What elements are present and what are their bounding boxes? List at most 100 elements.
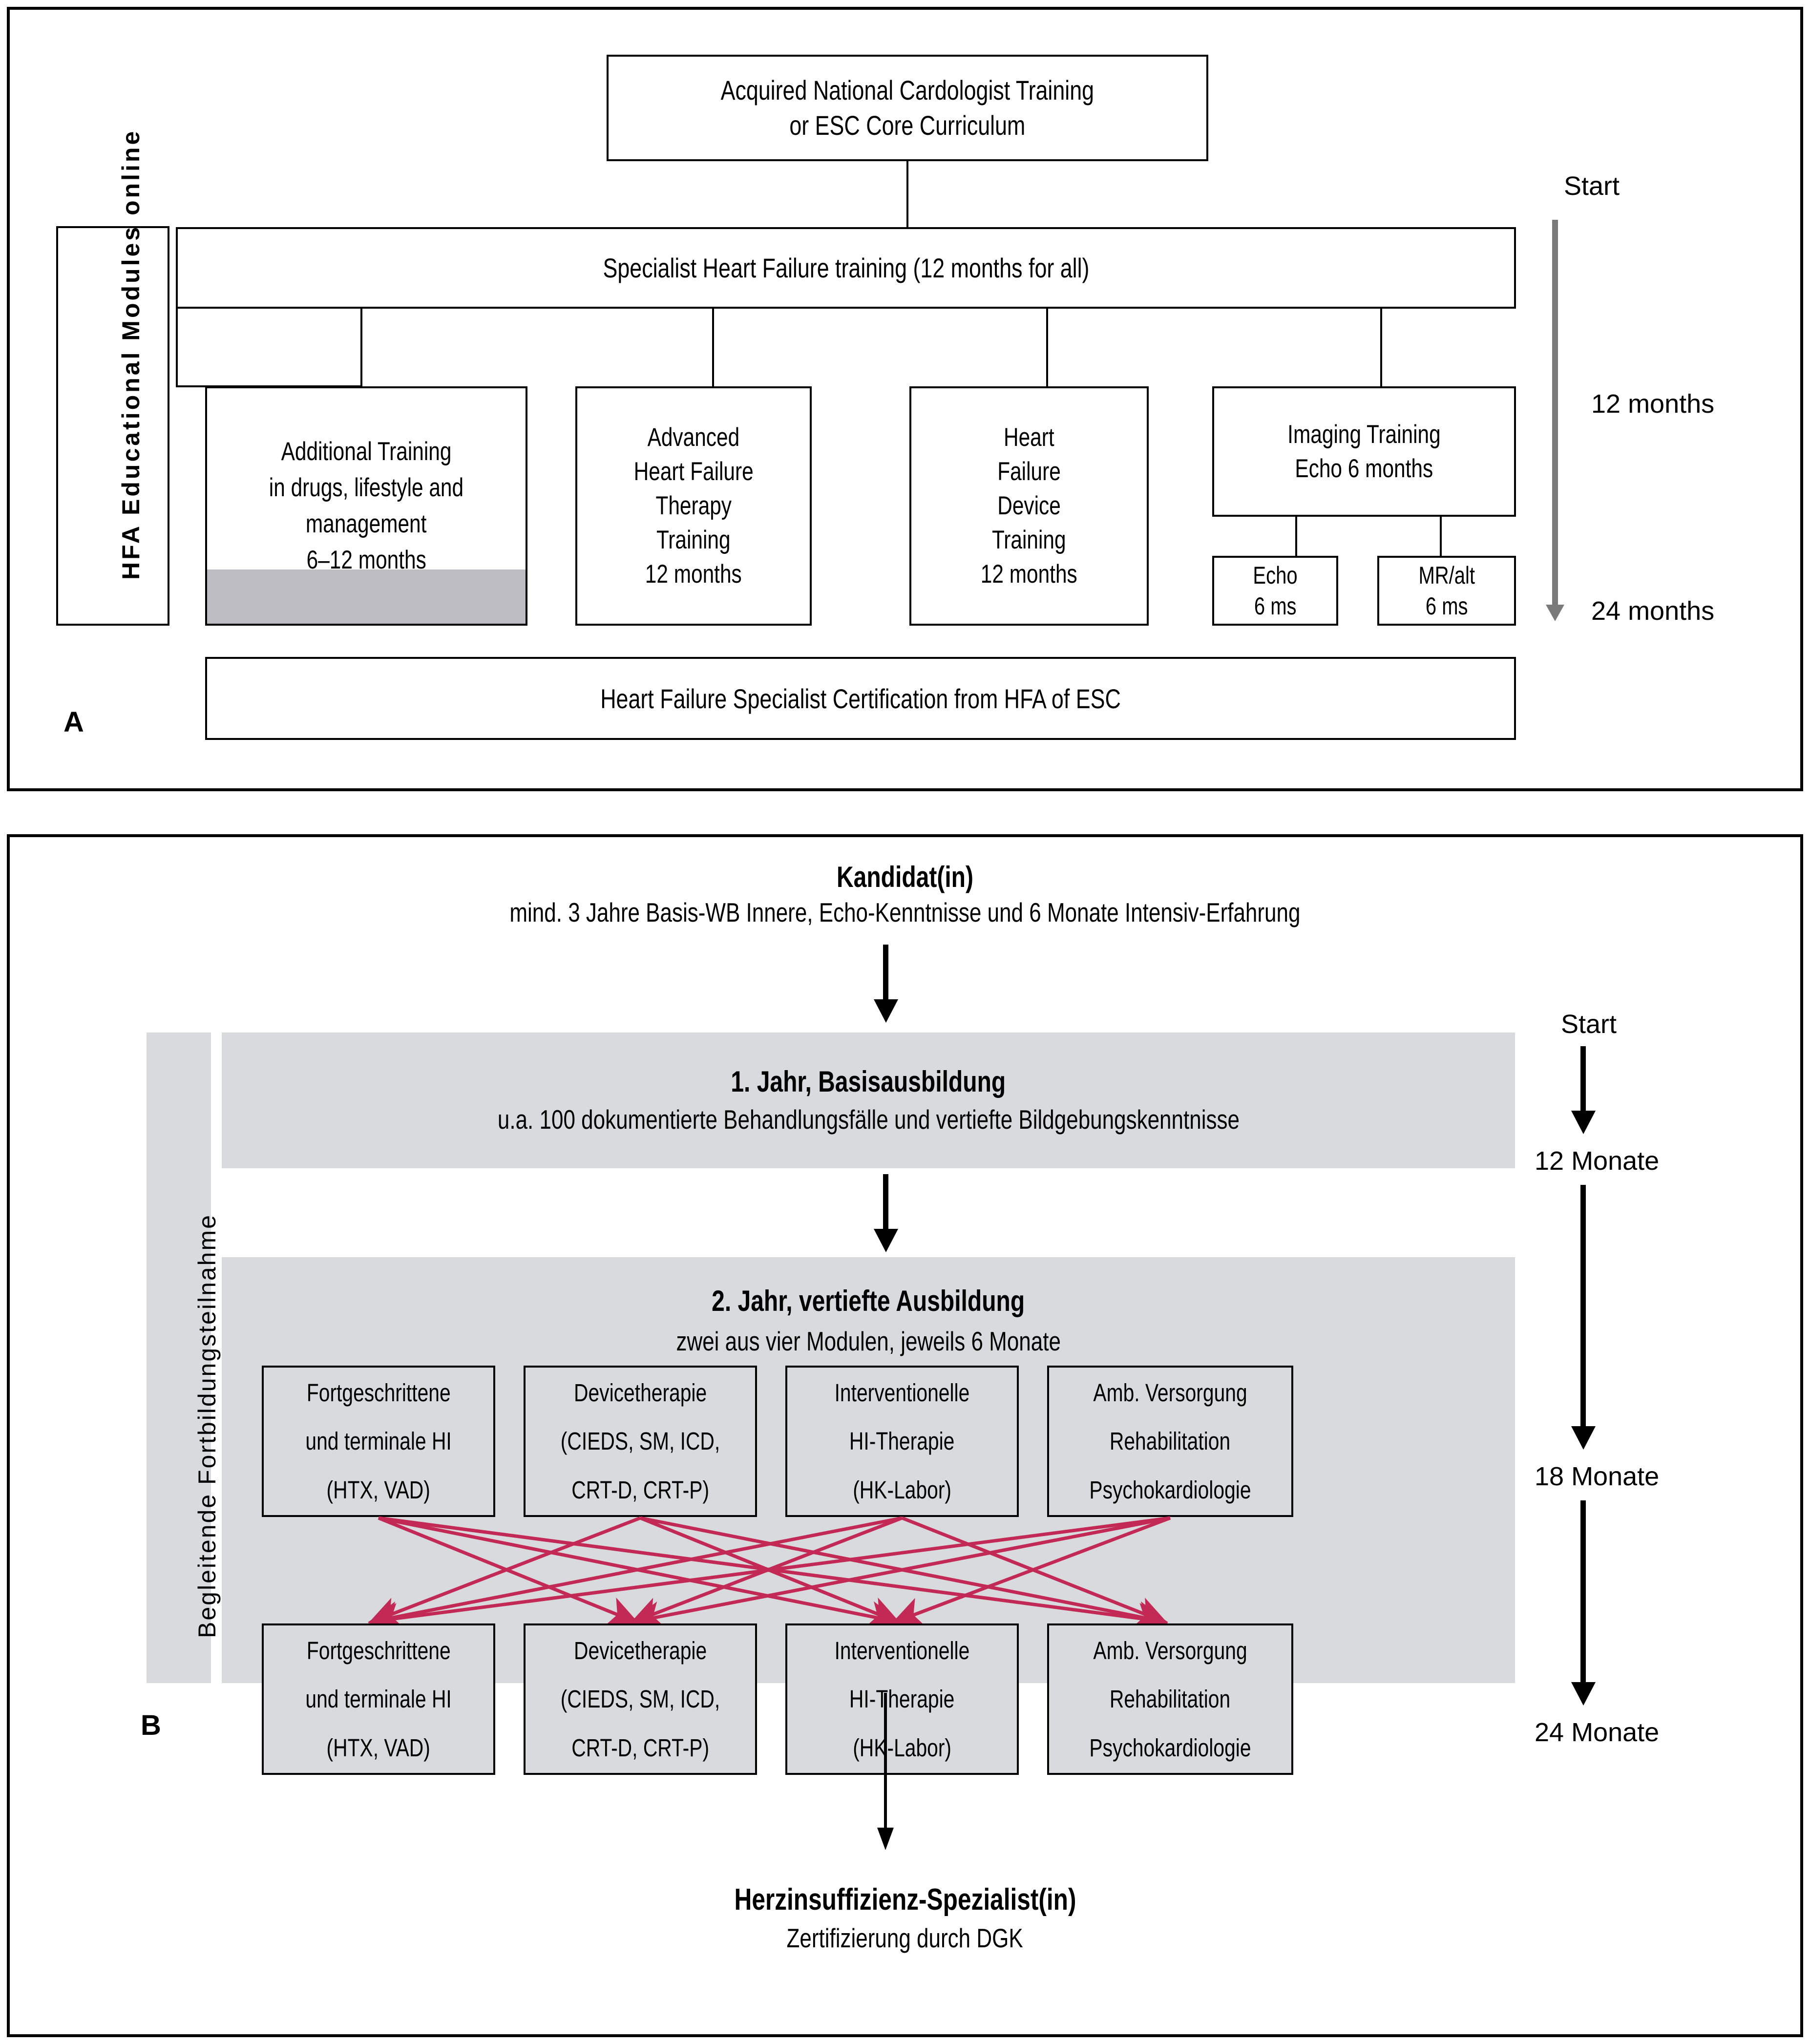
echo-line2: 6 ms [1254,592,1297,620]
module-top-2: Devicetherapie (CIEDS, SM, ICD, CRT-D, C… [524,1366,757,1517]
column-box-device-training: Heart Failure Device Training 12 months [909,386,1149,626]
module-bottom-3-line3: (HK-Labor) [853,1733,951,1762]
column1-grey-footer [207,569,526,624]
module-top-3-line3: (HK-Labor) [853,1475,951,1504]
year1-title-wrap: 1. Jahr, Basisausbildung [222,1065,1515,1098]
year1-title: 1. Jahr, Basisausbildung [731,1065,1006,1098]
col2-line3: Therapy [655,491,732,521]
module-top-2-line3: CRT-D, CRT-P) [571,1475,709,1504]
col2-line1: Advanced [647,423,740,452]
column-box-advanced-therapy: Advanced Heart Failure Therapy Training … [575,386,812,626]
col1-line3: management [306,509,427,538]
bus-drop-2 [712,307,714,387]
col3-line4: Training [992,525,1066,554]
mr-line2: 6 ms [1425,592,1468,620]
bus-drop-4 [1380,307,1382,387]
module-top-4-line3: Psychokardiologie [1089,1475,1251,1504]
certification-band: Heart Failure Specialist Certification f… [205,657,1516,740]
year2-subtitle-wrap: zwei aus vier Modulen, jeweils 6 Monate [222,1326,1515,1357]
module-bottom-2-line2: (CIEDS, SM, ICD, [560,1685,720,1713]
certification-label: Heart Failure Specialist Certification f… [600,683,1121,714]
specialist-training-band: Specialist Heart Failure training (12 mo… [176,227,1516,309]
panel-b-header-title-wrap: Kandidat(in) [10,860,1800,894]
panelb-arrow2-head [1571,1426,1596,1450]
year2-title: 2. Jahr, vertiefte Ausbildung [712,1285,1025,1317]
panelb-arrow1-head [1571,1111,1596,1134]
echo-line1: Echo [1253,562,1298,589]
col3-line3: Device [997,491,1061,521]
module-bottom-3-line1: Interventionelle [834,1636,970,1665]
panelb-arrow2-shaft [1580,1185,1586,1429]
imaging-drop-mr [1440,517,1442,557]
arrow-year1-to-year2-shaft [883,1174,888,1232]
arrow-year2-to-footer-shaft [884,1693,887,1831]
top-box-line1: Acquired National Cardologist Training [720,75,1094,106]
col4-line2: Echo 6 months [1295,454,1433,483]
module-bottom-2: Devicetherapie (CIEDS, SM, ICD, CRT-D, C… [524,1623,757,1775]
col1-line1: Additional Training [281,437,452,466]
col2-line4: Training [656,525,731,554]
year2-subtitle: zwei aus vier Modulen, jeweils 6 Monate [676,1326,1061,1356]
hfa-modules-label: HFA Educational Modules online [117,128,145,580]
bus-drop-left [176,307,178,387]
module-top-4-line1: Amb. Versorgung [1093,1378,1247,1407]
imaging-drop-echo [1295,517,1297,557]
module-bottom-3-line2: HI-Therapie [849,1685,955,1713]
sub-box-echo: Echo 6 ms [1212,556,1338,626]
column-box-imaging-training: Imaging Training Echo 6 months [1212,386,1516,517]
panelb-24-label: 24 Monate [1535,1718,1660,1747]
panel-b-footer-subtitle-wrap: Zertifizierung durch DGK [10,1922,1800,1954]
timeline-arrow-head [1546,605,1564,621]
module-top-3-line2: HI-Therapie [849,1427,955,1455]
arrow-year1-to-year2-head [874,1229,898,1252]
panel-b-footer-subtitle: Zertifizierung durch DGK [786,1923,1024,1953]
top-qualification-box: Acquired National Cardologist Training o… [607,55,1208,161]
bus-drop-1 [360,307,362,387]
module-top-2-line2: (CIEDS, SM, ICD, [560,1427,720,1455]
continuing-education-strip: Begleitende Fortbildungsteilnahme [147,1033,221,1683]
module-top-2-line1: Devicetherapie [573,1378,707,1407]
module-bottom-1-line3: (HTX, VAD) [326,1733,431,1762]
timeline-24-label: 24 months [1591,596,1715,626]
module-bottom-4-line1: Amb. Versorgung [1093,1636,1247,1665]
module-bottom-4-line3: Psychokardiologie [1089,1733,1251,1762]
col3-line2: Failure [997,457,1061,486]
panelb-18-label: 18 Monate [1535,1462,1660,1491]
module-bottom-1-line1: Fortgeschrittene [306,1636,451,1665]
year1-subtitle-wrap: u.a. 100 dokumentierte Behandlungsfälle … [222,1104,1515,1135]
panelb-start-label: Start [1561,1010,1617,1039]
module-bottom-4-line2: Rehabilitation [1110,1685,1231,1713]
mr-line1: MR/alt [1418,562,1475,589]
panelb-12-label: 12 Monate [1535,1146,1660,1176]
module-top-3: Interventionelle HI-Therapie (HK-Labor) [785,1366,1019,1517]
col4-line1: Imaging Training [1287,420,1441,449]
band-label: Specialist Heart Failure training (12 mo… [603,253,1089,283]
module-bottom-2-line1: Devicetherapie [573,1636,707,1665]
timeline-arrow-shaft [1552,220,1558,608]
module-top-4: Amb. Versorgung Rehabilitation Psychokar… [1047,1366,1293,1517]
panel-b-header-subtitle-wrap: mind. 3 Jahre Basis-WB Innere, Echo-Kenn… [10,897,1800,928]
module-top-1-line1: Fortgeschrittene [306,1378,451,1407]
col3-line1: Heart [1004,423,1054,452]
panel-b-header-subtitle: mind. 3 Jahre Basis-WB Innere, Echo-Kenn… [509,897,1301,927]
module-bottom-1: Fortgeschrittene und terminale HI (HTX, … [262,1623,495,1775]
arrow-year2-to-footer-head [877,1828,894,1850]
module-bottom-1-line2: und terminale HI [305,1685,452,1713]
module-top-4-line2: Rehabilitation [1110,1427,1231,1455]
module-top-1-line3: (HTX, VAD) [326,1475,431,1504]
panel-b: B Kandidat(in) mind. 3 Jahre Basis-WB In… [7,834,1803,2037]
col1-line2: in drugs, lifestyle and [269,473,464,502]
col3-line5: 12 months [980,559,1077,589]
arrow-header-to-year1-shaft [883,945,888,1002]
panelb-arrow3-shaft [1580,1500,1586,1685]
year1-subtitle: u.a. 100 dokumentierte Behandlungsfälle … [497,1104,1240,1135]
continuing-education-label: Begleitende Fortbildungsteilnahme [193,1214,221,1638]
module-top-1: Fortgeschrittene und terminale HI (HTX, … [262,1366,495,1517]
panel-b-footer-title-wrap: Herzinsuffizienz-Spezialist(in) [10,1882,1800,1917]
top-box-line2: or ESC Core Curriculum [789,110,1026,141]
bus-line [176,307,1516,309]
module-bottom-3: Interventionelle HI-Therapie (HK-Labor) [785,1623,1019,1775]
connector-top-to-band [906,161,908,227]
year1-block: 1. Jahr, Basisausbildung u.a. 100 dokume… [222,1033,1515,1168]
